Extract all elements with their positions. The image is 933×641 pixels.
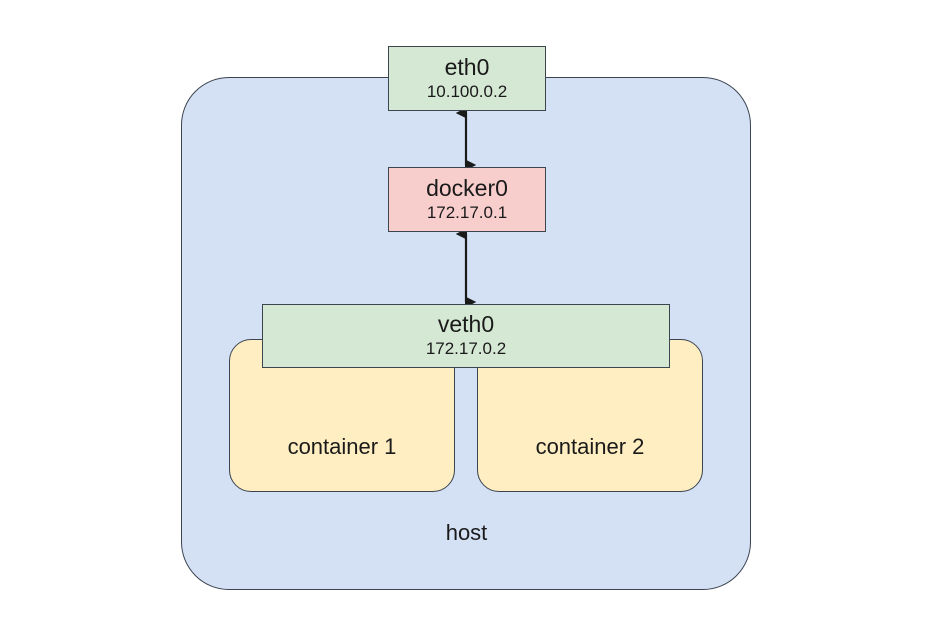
node-eth0-ip: 10.100.0.2 xyxy=(426,81,508,101)
container-2-label: container 2 xyxy=(535,434,645,459)
node-veth0: veth0 172.17.0.2 xyxy=(262,304,670,368)
node-docker0: docker0 172.17.0.1 xyxy=(388,167,546,232)
connector-docker0-veth0 xyxy=(455,228,477,308)
connector-eth0-docker0 xyxy=(455,107,477,171)
container-1-label: container 1 xyxy=(287,434,397,459)
node-veth0-ip: 172.17.0.2 xyxy=(425,339,507,359)
node-docker0-ip: 172.17.0.1 xyxy=(426,202,508,222)
node-veth0-name: veth0 xyxy=(437,311,495,338)
host-label: host xyxy=(445,520,488,545)
node-eth0: eth0 10.100.0.2 xyxy=(388,46,546,111)
node-docker0-name: docker0 xyxy=(426,174,508,201)
node-eth0-name: eth0 xyxy=(444,53,490,80)
